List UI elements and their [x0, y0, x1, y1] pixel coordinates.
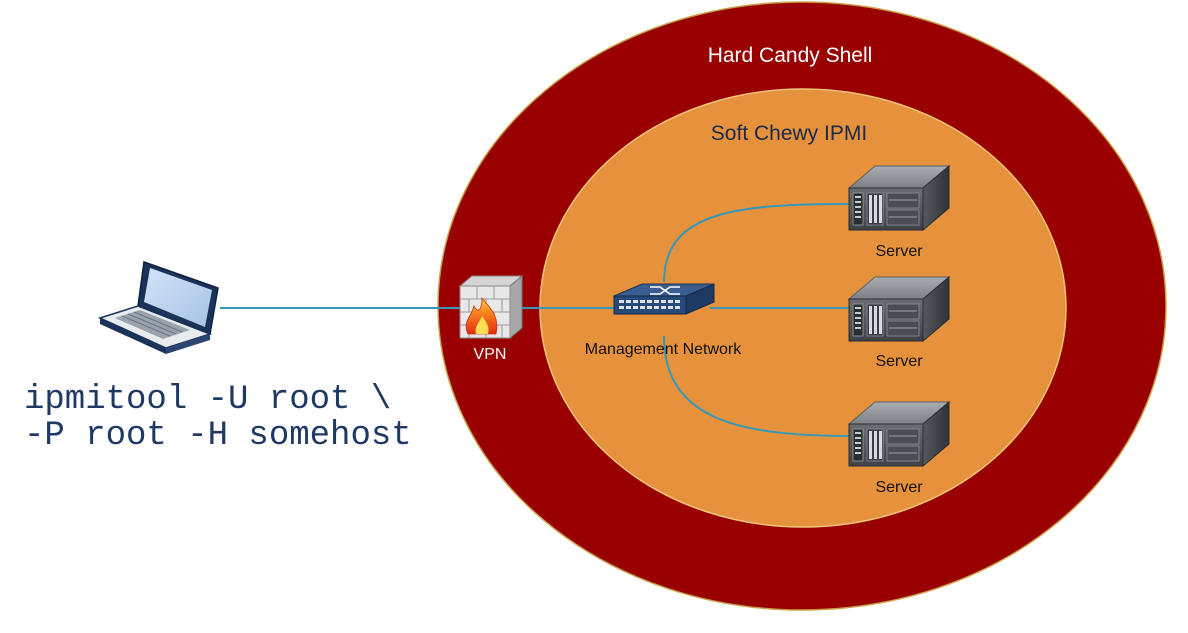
network-switch-icon: [613, 283, 715, 315]
switch-to-server-1-link: [663, 203, 853, 283]
laptop-icon: [97, 260, 219, 354]
inner-zone-label: Soft Chewy IPMI: [711, 122, 867, 145]
vpn-label: VPN: [474, 346, 507, 363]
command-line-2: -P root -H somehost: [24, 417, 412, 455]
server-label: Server: [875, 353, 923, 370]
switch-to-server-3-link: [663, 335, 853, 437]
server-icon: [848, 165, 950, 231]
command-line-1: ipmitool -U root \: [24, 381, 392, 419]
server-label: Server: [875, 243, 923, 260]
server-icon: [848, 276, 950, 342]
server-label: Server: [875, 479, 923, 496]
server-icon: [848, 401, 950, 467]
firewall-icon: [458, 274, 524, 340]
outer-zone-label: Hard Candy Shell: [708, 44, 873, 67]
switch-label: Management Network: [585, 341, 743, 358]
ipmitool-command: ipmitool -U root \-P root -H somehost: [24, 382, 412, 454]
